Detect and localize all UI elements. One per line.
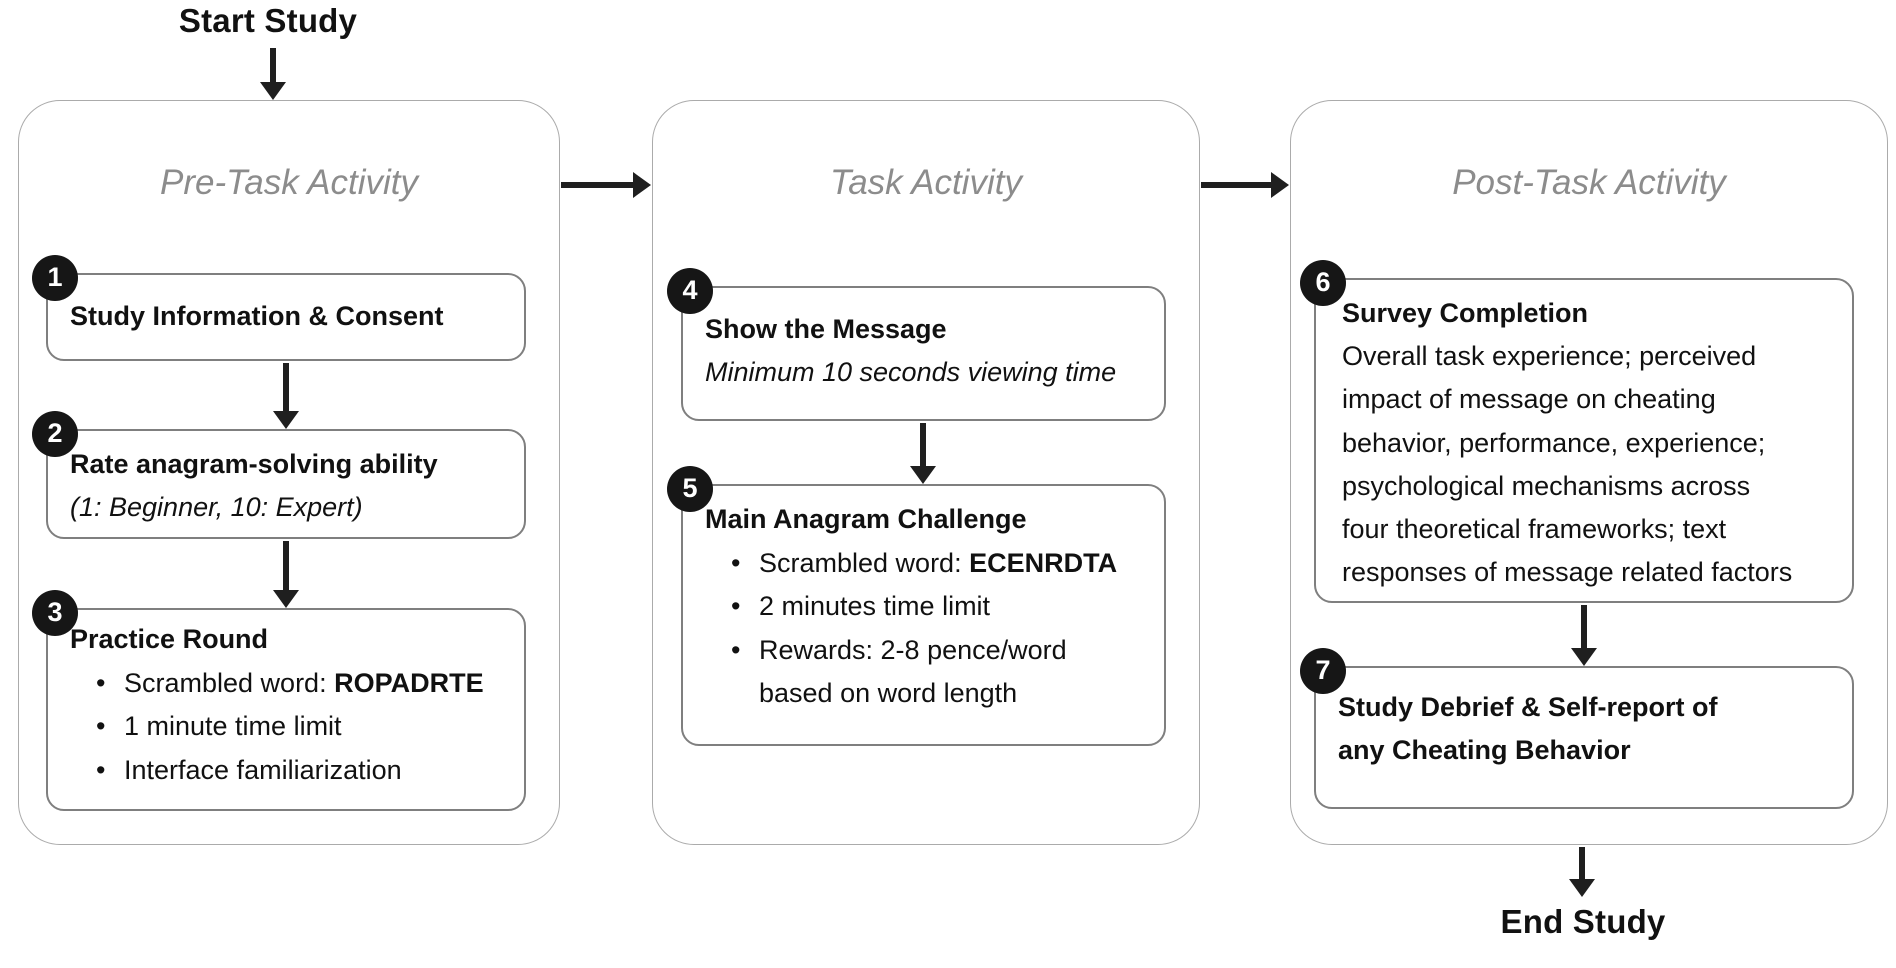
start-label: Start Study [178,2,358,39]
step-title: Show the Message [705,314,947,344]
arrow-right-icon [1201,172,1289,198]
step-subtitle: (1: Beginner, 10: Expert) [70,492,363,523]
bullet-item: 2 minutes time limit [729,585,1142,628]
arrow-down-icon [273,363,299,429]
arrow-down-icon [1571,605,1597,666]
bullet-list: Scrambled word: ECENRDTA 2 minutes time … [705,542,1142,715]
step-body: Overall task experience; perceived impac… [1342,341,1793,588]
step-box-rate-ability: 2 Rate anagram-solving ability (1: Begin… [32,411,526,539]
step-title: Main Anagram Challenge [705,504,1027,534]
phase-title-post-task: Post-Task Activity [1452,163,1726,202]
bullet-item: Rewards: 2-8 pence/word based on word le… [729,629,1142,715]
step-badge: 2 [32,411,78,457]
step-box-main-anagram: 5 Main Anagram Challenge Scrambled word:… [667,466,1166,746]
phase-container-task: Task Activity 4 Show the Message Minimum… [652,100,1200,845]
phase-container-post-task: Post-Task Activity 6 Survey Completion O… [1290,100,1888,845]
step-badge: 7 [1300,648,1346,694]
bullet-item: Scrambled word: ROPADRTE [94,662,502,705]
phase-title-task: Task Activity [830,163,1022,202]
step-title: Study Information & Consent [70,301,444,332]
step-title: Survey Completion [1342,298,1589,328]
end-label: End Study [1500,903,1666,940]
step-badge: 4 [667,268,713,314]
step-title: Rate anagram-solving ability [70,449,438,479]
step-box-survey-completion: 6 Survey Completion Overall task experie… [1300,260,1854,603]
step-subtitle: Minimum 10 seconds viewing time [705,357,1117,388]
step-box-practice-round: 3 Practice Round Scrambled word: ROPADRT… [32,590,526,811]
step-badge: 1 [32,255,78,301]
arrow-down-icon [910,423,936,484]
arrow-down-icon [273,541,299,608]
phase-title-pre-task: Pre-Task Activity [159,163,419,202]
step-title: Practice Round [70,624,269,654]
step-title: Study Debrief & Self-report of any Cheat… [1338,692,1718,766]
bullet-item: Interface familiarization [94,749,502,792]
arrow-right-icon [561,172,651,198]
phase-container-pre-task: Pre-Task Activity 1 Study Information & … [18,100,560,845]
bullet-list: Scrambled word: ROPADRTE 1 minute time l… [70,662,502,792]
end-arrow-down-icon [1569,847,1595,897]
step-box-study-information: 1 Study Information & Consent [32,255,526,361]
bullet-item: 1 minute time limit [94,705,502,748]
step-badge: 6 [1300,260,1346,306]
bullet-item: Scrambled word: ECENRDTA [729,542,1142,585]
step-badge: 5 [667,466,713,512]
start-arrow-down-icon [260,48,286,100]
step-box-show-message: 4 Show the Message Minimum 10 seconds vi… [667,268,1166,421]
step-box-study-debrief: 7 Study Debrief & Self-report of any Che… [1300,648,1854,809]
step-badge: 3 [32,590,78,636]
